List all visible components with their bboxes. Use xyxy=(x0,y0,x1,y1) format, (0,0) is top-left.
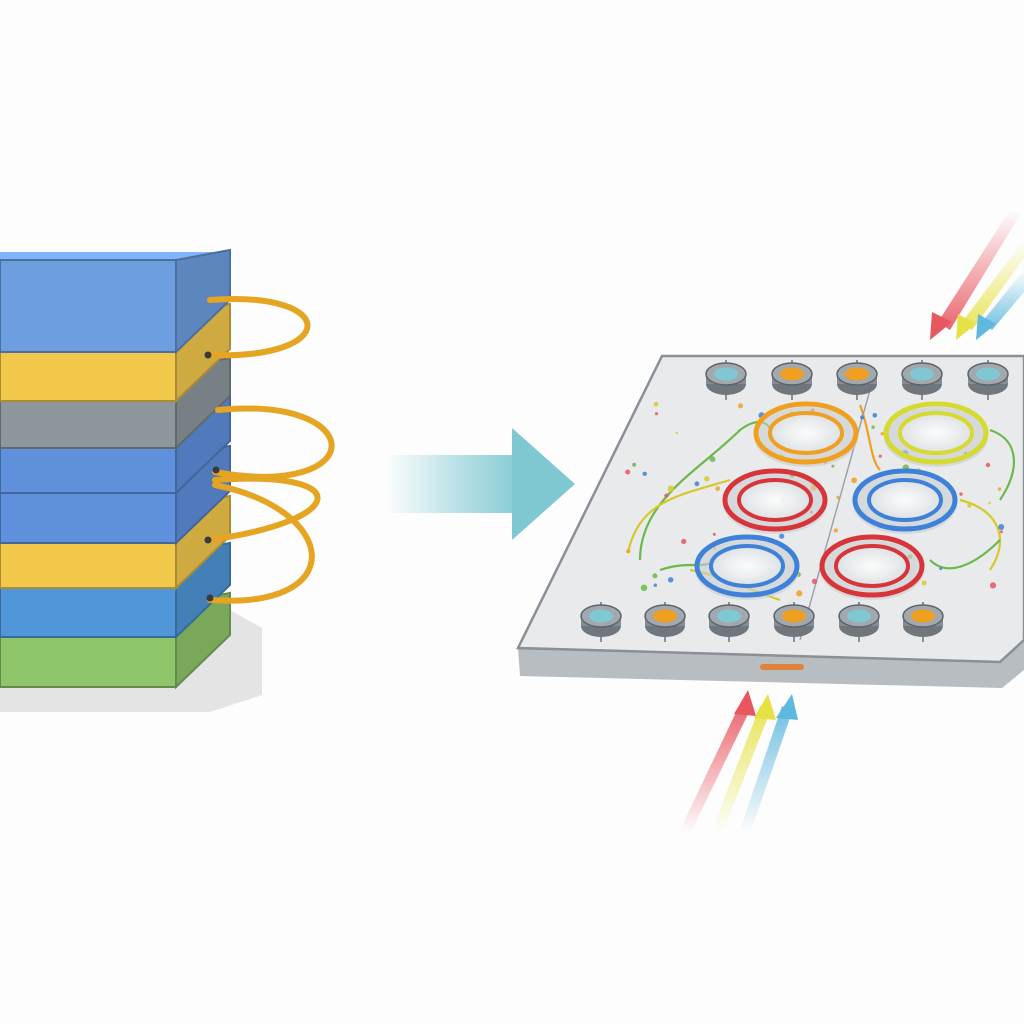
ring-resonator-2 xyxy=(883,401,989,467)
io-pad-11 xyxy=(902,602,944,642)
signal-particle xyxy=(988,501,991,505)
ring-resonator-1 xyxy=(753,401,859,467)
waveguide-green-bottom xyxy=(929,539,1001,570)
input-beam-red-head xyxy=(930,312,952,340)
waveguide-yellow-left xyxy=(626,478,731,553)
arrow-head xyxy=(512,428,575,540)
output-beam-red xyxy=(680,704,750,834)
input-beam-red xyxy=(938,210,1020,330)
output-beam-yellow xyxy=(712,706,770,834)
signal-particle xyxy=(959,492,963,496)
input-beams xyxy=(930,210,1024,340)
photonic-chip xyxy=(516,210,1024,834)
signal-particle xyxy=(836,495,840,500)
ring-resonator-6 xyxy=(819,534,925,600)
signal-particle xyxy=(668,577,674,583)
wire-anchor-2 xyxy=(212,466,220,474)
wire-anchor-1 xyxy=(204,351,212,359)
io-pad-2 xyxy=(771,360,813,400)
wire-loop-1 xyxy=(207,296,311,359)
output-beam-yellow-head xyxy=(754,694,776,720)
signal-particle xyxy=(712,532,716,536)
io-pad-3 xyxy=(836,360,878,400)
ring-resonator-5 xyxy=(694,534,800,600)
signal-particle xyxy=(880,432,884,436)
io-pad-9 xyxy=(773,602,815,642)
input-beam-blue xyxy=(982,270,1024,330)
output-beams xyxy=(680,690,798,834)
signal-particle xyxy=(640,584,648,592)
signal-particle xyxy=(831,464,835,468)
signal-particle xyxy=(779,533,785,539)
signal-particle xyxy=(999,530,1003,534)
signal-particle xyxy=(704,476,710,482)
io-pad-8 xyxy=(708,602,750,642)
signal-particle xyxy=(860,415,865,420)
input-beam-yellow-head xyxy=(956,314,976,340)
signal-particle xyxy=(681,538,687,545)
input-beam-blue-head xyxy=(976,314,996,340)
signal-particle xyxy=(694,481,700,487)
signal-particle xyxy=(998,524,1005,530)
signal-particle xyxy=(811,578,818,584)
signal-particle xyxy=(642,471,647,476)
wire-loops xyxy=(204,296,335,604)
signal-particle xyxy=(654,412,659,416)
ring-resonators xyxy=(694,401,989,600)
signal-particle xyxy=(872,413,878,418)
signal-particle xyxy=(921,580,927,586)
stack-layer-1 xyxy=(0,248,231,355)
ring-resonator-4 xyxy=(852,468,958,534)
waveguide-yellow-right xyxy=(959,498,1002,571)
signal-particle xyxy=(939,567,943,571)
io-pad-5 xyxy=(967,360,1009,400)
waveguide-orange-center xyxy=(858,404,881,471)
signal-particle xyxy=(715,486,720,491)
io-pad-6 xyxy=(580,602,622,642)
arrow-shaft xyxy=(385,455,520,513)
signal-particle xyxy=(878,454,882,458)
signal-particle xyxy=(626,549,631,554)
signal-particle xyxy=(675,431,679,435)
wire-loop-2 xyxy=(212,405,335,480)
input-beam-yellow xyxy=(962,240,1024,330)
wire-anchor-3 xyxy=(204,536,212,544)
signal-particle xyxy=(653,583,657,587)
ring-resonator-3 xyxy=(722,468,828,534)
output-beam-red-head xyxy=(734,690,756,716)
signal-particle xyxy=(985,462,991,468)
signal-particle xyxy=(632,462,637,467)
wire-loop-3 xyxy=(207,475,321,543)
io-pad-4 xyxy=(901,360,943,400)
signal-particle xyxy=(667,485,675,493)
io-pad-7 xyxy=(644,602,686,642)
layer-stack xyxy=(0,248,335,712)
waveguide-green-right xyxy=(989,428,1015,501)
signal-particle xyxy=(652,573,658,579)
io-pad-1 xyxy=(705,360,747,400)
signal-particle xyxy=(871,425,875,429)
signal-particle xyxy=(989,582,997,589)
signal-particle xyxy=(653,401,659,407)
signal-particle xyxy=(738,403,743,409)
output-beam-blue-head xyxy=(776,694,798,720)
signal-particle xyxy=(997,487,1002,491)
io-pad-10 xyxy=(838,602,880,642)
wire-loop-4 xyxy=(207,482,315,604)
signal-particle xyxy=(625,469,631,475)
transition-arrow xyxy=(385,428,575,540)
signal-particle xyxy=(967,503,972,508)
signal-particle xyxy=(851,477,857,484)
signal-particle xyxy=(833,528,839,533)
output-beam-blue xyxy=(740,706,792,834)
signal-particle xyxy=(796,590,803,597)
signal-particle xyxy=(709,456,716,463)
io-pads xyxy=(580,360,1009,642)
chip-plate-edge xyxy=(517,647,1001,663)
output-port xyxy=(760,664,804,670)
signal-particle xyxy=(664,493,669,498)
wire-anchor-4 xyxy=(206,594,214,602)
